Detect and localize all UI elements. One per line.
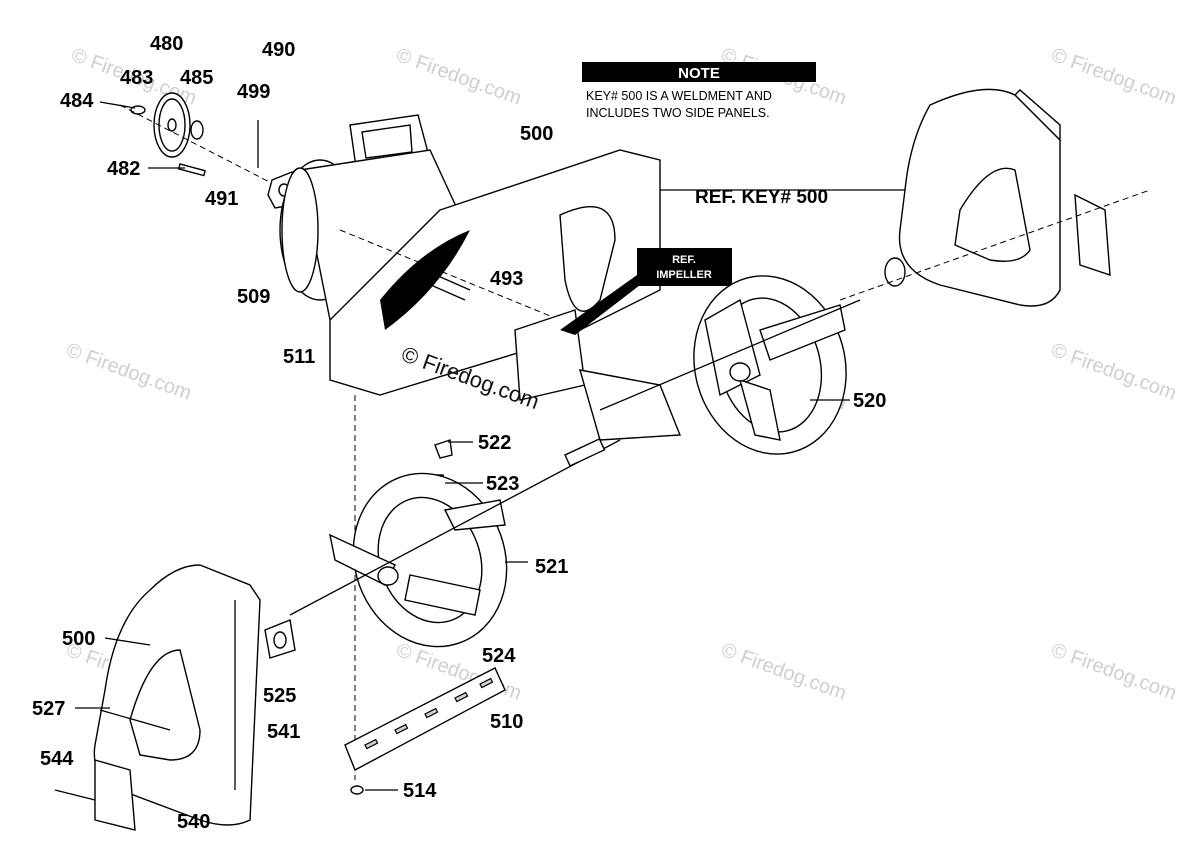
label-525: 525 <box>263 685 296 707</box>
auger-paddle <box>759 304 846 361</box>
side-plate-cutout <box>559 206 616 312</box>
shaft-axis <box>119 104 286 191</box>
label-484: 484 <box>60 90 94 112</box>
label-527: 527 <box>32 698 65 720</box>
bolt-544 <box>54 789 96 801</box>
auger-521 <box>289 438 621 648</box>
impeller-housing <box>279 114 682 441</box>
mount-bracket <box>1074 193 1111 276</box>
slot <box>454 691 469 703</box>
label-544: 544 <box>40 748 74 770</box>
carriage-bolt-527 <box>99 709 171 731</box>
nut-514 <box>350 785 364 795</box>
auger-shaft <box>289 439 621 616</box>
ref-impeller-box <box>637 248 732 286</box>
housing-port <box>380 230 470 330</box>
label-521: 521 <box>535 556 568 578</box>
shear-bolt-522 <box>434 439 453 459</box>
bolt-493 <box>419 267 471 291</box>
gear-case-lower <box>579 369 682 441</box>
label-482: 482 <box>107 158 140 180</box>
label-483: 483 <box>120 67 153 89</box>
side-panel-edge <box>1014 89 1061 142</box>
watermark: © Firedog.com <box>718 639 849 705</box>
label-540: 540 <box>177 811 210 833</box>
bearing-485 <box>190 120 204 140</box>
watermark: © Firedog.com <box>1048 339 1179 405</box>
slot <box>364 738 379 750</box>
auger-hub <box>729 362 751 382</box>
bearing-flange <box>884 257 906 287</box>
chute-inner <box>361 124 413 159</box>
ref-impeller-pointer <box>560 275 640 335</box>
slot <box>479 677 494 689</box>
label-499: 499 <box>237 81 270 103</box>
label-510: 510 <box>490 711 523 733</box>
label-493: 493 <box>490 268 523 290</box>
side-panel-recess <box>129 649 201 761</box>
key-482 <box>177 163 206 177</box>
note-line-1: KEY# 500 IS A WELDMENT AND <box>586 89 772 103</box>
label-490: 490 <box>262 39 295 61</box>
slot <box>424 707 439 719</box>
auger-shaft <box>599 299 861 411</box>
label-511: 511 <box>283 346 315 368</box>
slot <box>394 723 409 735</box>
note-line-2: INCLUDES TWO SIDE PANELS. <box>586 106 770 120</box>
right-side-panel <box>839 88 1151 307</box>
bolt-493 <box>414 277 466 301</box>
ref-key-500-label: REF. KEY# 500 <box>695 187 828 208</box>
side-panel-recess <box>954 167 1031 262</box>
watermark: © Firedog.com <box>393 44 524 110</box>
label-500-bottom: 500 <box>62 628 95 650</box>
label-514: 514 <box>403 780 437 802</box>
scraper-bar <box>344 667 506 795</box>
leader-500-bottom <box>104 637 151 646</box>
auger-paddle <box>738 378 781 441</box>
label-500-top: 500 <box>520 123 553 145</box>
watermark: © Firedog.com <box>1048 639 1179 705</box>
part-labels: 480 483 485 484 490 499 482 491 500 REF.… <box>32 33 886 833</box>
ref-impeller-line-2: IMPELLER <box>656 269 712 281</box>
label-523: 523 <box>486 473 519 495</box>
note-heading: NOTE <box>678 65 720 82</box>
watermark: © Firedog.com <box>63 339 194 405</box>
ref-impeller-line-1: REF. <box>672 254 696 266</box>
drum-rim <box>281 167 319 293</box>
flange-hole <box>273 631 287 649</box>
left-side-panel <box>54 564 296 831</box>
label-480: 480 <box>150 33 183 55</box>
label-522: 522 <box>478 432 511 454</box>
auger-hub <box>377 566 399 586</box>
auger-520 <box>599 275 861 455</box>
label-524: 524 <box>482 645 516 667</box>
panel-axis <box>839 189 1151 301</box>
leader-484 <box>99 101 136 109</box>
label-541: 541 <box>267 721 300 743</box>
leader-lines <box>75 101 905 791</box>
shaft-sleeve <box>564 438 606 467</box>
label-491: 491 <box>205 188 238 210</box>
note-box: NOTE KEY# 500 IS A WELDMENT AND INCLUDES… <box>582 62 816 120</box>
note-heading-bar <box>582 62 816 82</box>
label-509: 509 <box>237 286 270 308</box>
ref-impeller-tag: REF. IMPELLER <box>560 248 732 335</box>
watermark: © Firedog.com <box>1048 44 1179 110</box>
label-520: 520 <box>853 390 886 412</box>
label-485: 485 <box>180 67 213 89</box>
gear-hub <box>167 118 177 132</box>
auger-paddle <box>404 574 481 616</box>
mount-bracket-540 <box>94 759 136 831</box>
auger-paddle <box>443 499 506 531</box>
